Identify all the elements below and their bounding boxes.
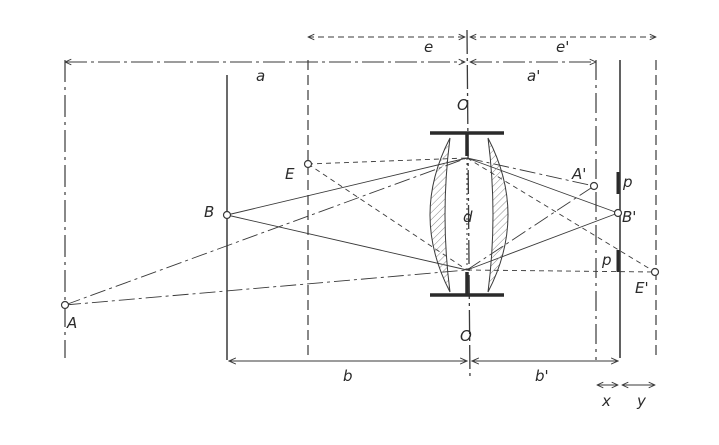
ray-A-top — [64, 157, 468, 306]
label-a-prime: a' — [527, 67, 540, 85]
label-A: A — [66, 314, 77, 332]
ray-A-prime-top — [466, 157, 595, 187]
ray-B-top — [226, 157, 468, 216]
ray-A-prime-bottom — [466, 185, 595, 271]
label-E: E — [285, 165, 295, 183]
label-a: a — [256, 67, 265, 85]
ray-E-prime-bottom — [466, 269, 656, 273]
point-E-prime-marker — [650, 267, 660, 277]
dimension-arrows — [65, 37, 656, 385]
label-aperture-d: d — [463, 208, 473, 226]
label-b-prime: b' — [535, 367, 549, 385]
ray-B-bottom — [226, 214, 468, 271]
lens-left-hatch — [429, 137, 451, 293]
label-B-prime: B' — [622, 208, 636, 226]
label-b: b — [343, 367, 353, 385]
ray-E-bottom — [307, 163, 468, 271]
label-A-prime: A' — [571, 165, 586, 183]
point-B-prime-marker — [613, 208, 623, 218]
label-axis-top: O — [457, 96, 469, 114]
label-p-top: p — [622, 173, 633, 191]
labels: e e' a a' O O E B A d A' B' E' p p b b' … — [66, 38, 649, 410]
label-axis-bottom: O — [460, 327, 472, 345]
label-B: B — [204, 203, 214, 221]
point-A-prime-marker — [589, 181, 599, 191]
label-e: e — [424, 38, 433, 56]
lens — [429, 131, 509, 297]
point-E-marker — [303, 159, 313, 169]
ray-A-bottom — [64, 269, 468, 306]
label-x: x — [601, 392, 611, 410]
label-e-prime: e' — [556, 38, 569, 56]
point-B-marker — [222, 210, 232, 220]
label-y: y — [636, 392, 647, 410]
vertical-lines — [64, 29, 657, 381]
optical-axis-line — [466, 29, 471, 381]
points — [60, 159, 660, 310]
ray-B-prime-bottom — [466, 212, 619, 271]
point-A-marker — [60, 300, 70, 310]
lens-right-hatch — [487, 137, 509, 293]
label-p-bottom: p — [601, 251, 612, 269]
rays — [64, 157, 656, 306]
label-E-prime: E' — [635, 279, 649, 297]
